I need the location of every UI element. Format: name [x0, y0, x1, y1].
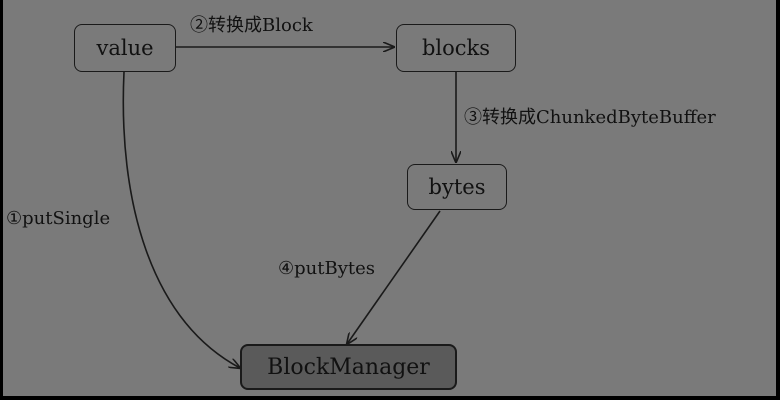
node-bytes: bytes	[407, 164, 507, 210]
node-block-manager: BlockManager	[240, 344, 457, 390]
edge-label-value-to-block-manager: ①putSingle	[6, 208, 111, 229]
node-value: value	[74, 24, 176, 72]
edge-bytes-to-block-manager	[347, 210, 441, 344]
edge-value-to-block-manager	[122, 71, 240, 368]
node-blocks: blocks	[396, 24, 516, 72]
edge-label-value-to-blocks: ②转换成Block	[190, 15, 313, 36]
edge-label-blocks-to-bytes: ③转换成ChunkedByteBuffer	[464, 107, 716, 128]
edge-label-bytes-to-block-manager: ④putBytes	[278, 258, 376, 279]
